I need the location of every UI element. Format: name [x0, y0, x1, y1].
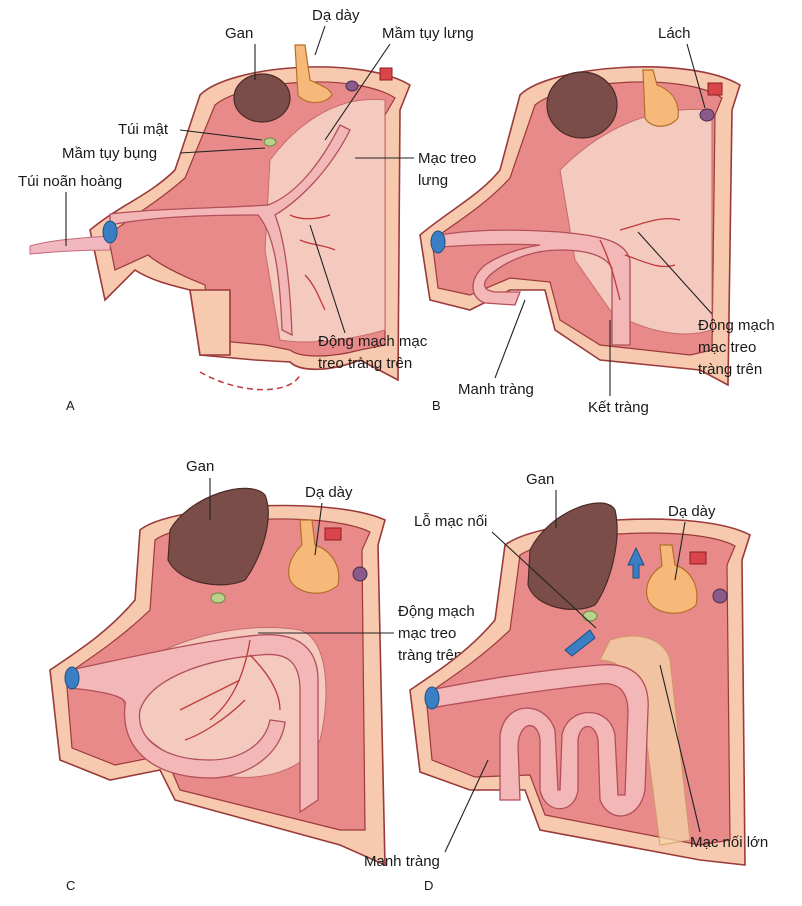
panel-b-label-manh-trang: Manh tràng: [458, 381, 534, 398]
panel-c-gallbladder: [210, 592, 226, 604]
panel-a-label-tui-mat: Túi mật: [118, 121, 169, 138]
panel-d-liver: [527, 502, 618, 611]
panel-c-midgut: [69, 634, 319, 814]
panel-c-liver: [167, 487, 269, 586]
panel-c-leader-da-day: [314, 502, 323, 556]
panel-a-dorsal-mesentery: [264, 98, 386, 343]
panel-a-label-dong-mach-2: treo tràng trên: [318, 355, 412, 372]
panel-a: Gan Dạ dày Mầm tụy lưng Túi mật Mầm tụy …: [18, 7, 476, 413]
panel-d-stomach: [646, 544, 698, 614]
panel-d-greater-omentum: [599, 635, 691, 846]
panel-b-leader-lach: [686, 43, 706, 109]
panel-a-lower-wall: [189, 289, 231, 356]
panel-b-liver: [546, 71, 618, 139]
panel-c-sma: [179, 639, 281, 741]
panel-a-leader-mam-tuy-lung: [324, 43, 391, 141]
panel-c: Gan Dạ dày Động mạch mạc treo tràng trên…: [49, 458, 475, 893]
panel-b-leader-dong-mach: [637, 231, 713, 315]
panel-c-spleen: [352, 566, 368, 582]
panel-a-label-mac-treo-2: lưng: [418, 172, 448, 189]
panel-a-label-dong-mach-1: Động mạch mạc: [318, 333, 428, 350]
panel-a-aorta: [379, 67, 393, 81]
panel-a-leader-mam-tuy-bung: [179, 147, 266, 154]
panel-a-gut-tube: [109, 124, 351, 337]
panel-b-sma: [599, 218, 681, 301]
panel-a-stomach: [294, 44, 333, 104]
panel-d-small-intestine: [429, 664, 649, 817]
panel-b-stomach: [642, 69, 679, 127]
panel-a-label-tui-noan-hoang: Túi noãn hoàng: [18, 173, 122, 190]
panel-a-gallbladder: [263, 137, 277, 147]
panel-d-leader-manh-trang: [444, 759, 489, 853]
panel-b-vessel-end: [430, 230, 446, 254]
panel-a-spleen-bud: [345, 80, 359, 92]
panel-b-leader-manh-trang: [494, 299, 526, 379]
panel-a-label-mac-treo-1: Mạc treo: [418, 150, 476, 167]
panel-d-label-lo-mac-noi: Lỗ mạc nối: [414, 513, 487, 530]
panel-d-label-manh-trang: Manh tràng: [364, 853, 440, 870]
panel-a-liver: [233, 73, 291, 123]
panel-d-letter: D: [424, 878, 433, 893]
panel-a-leader-tui-mat: [179, 129, 263, 141]
panel-a-label-da-day: Dạ dày: [312, 7, 360, 24]
panel-c-label-gan: Gan: [186, 458, 214, 475]
panel-b-midgut-loop: [439, 229, 631, 346]
panel-d-leader-da-day: [674, 521, 686, 581]
panel-d-up-arrow: [627, 546, 645, 579]
panel-b-label-lach: Lách: [658, 25, 691, 42]
panel-c-aorta: [324, 527, 342, 541]
panel-b: Lách Động mạch mạc treo tràng trên Manh …: [419, 25, 775, 416]
panel-a-label-mam-tuy-lung: Mầm tụy lưng: [382, 25, 474, 42]
panel-c-label-dong-mach-3: tràng trên: [398, 647, 462, 664]
panel-d-label-gan: Gan: [526, 471, 554, 488]
panel-a-label-gan: Gan: [225, 25, 253, 42]
panel-a-vessel-end: [102, 220, 118, 244]
panel-d-aorta: [689, 551, 707, 565]
panel-c-label-dong-mach-1: Động mạch: [398, 603, 475, 620]
panel-d-vessel-end: [424, 686, 440, 710]
panel-a-sma: [289, 214, 336, 311]
panel-c-label-dong-mach-2: mạc treo: [398, 625, 456, 642]
panel-d: Gan Lỗ mạc nối Dạ dày Manh tràng Mạc nối…: [364, 471, 768, 893]
panel-a-leader-da-day: [314, 25, 326, 56]
panel-c-letter: C: [66, 878, 75, 893]
panel-c-vessel-end: [64, 666, 80, 690]
panel-d-leader-lo-mac-noi: [491, 531, 597, 629]
panel-b-spleen: [699, 108, 715, 122]
panel-a-label-mam-tuy-bung: Mầm tụy bụng: [62, 145, 157, 162]
panel-d-epiploic-arrow: [564, 629, 596, 657]
panel-d-label-da-day: Dạ dày: [668, 503, 716, 520]
panel-d-gallbladder: [582, 610, 598, 622]
panel-b-aorta: [707, 82, 723, 96]
panel-c-stomach: [288, 519, 340, 594]
panel-d-leader-mac-noi-lon: [659, 664, 701, 833]
panel-d-spleen: [712, 588, 728, 604]
panel-c-label-da-day: Dạ dày: [305, 484, 353, 501]
panel-b-letter: B: [432, 398, 441, 413]
panel-b-label-dong-mach-1: Động mạch: [698, 317, 775, 334]
panel-a-letter: A: [66, 398, 75, 413]
panel-b-label-dong-mach-2: mạc treo: [698, 339, 756, 356]
panel-a-dashed-loop: [199, 371, 301, 391]
panel-b-label-ket-trang: Kết tràng: [588, 399, 649, 416]
panel-b-label-dong-mach-3: tràng trên: [698, 361, 762, 378]
panel-a-leader-dong-mach: [309, 224, 346, 334]
panel-d-label-mac-noi-lon: Mạc nối lớn: [690, 834, 768, 851]
